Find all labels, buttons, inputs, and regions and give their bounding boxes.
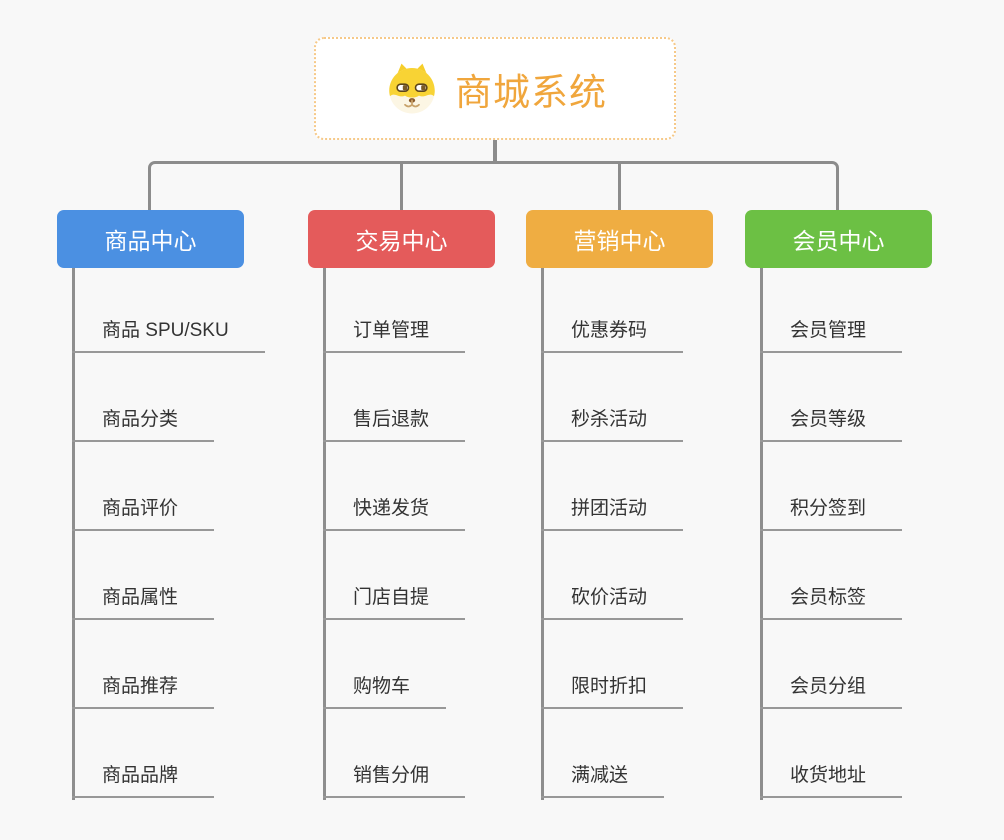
child-node[interactable]: 商品推荐 [72,675,215,709]
child-node[interactable]: 售后退款 [323,408,466,442]
child-node[interactable]: 商品属性 [72,586,215,620]
child-node[interactable]: 商品 SPU/SKU [72,319,265,353]
child-node[interactable]: 商品品牌 [72,764,215,798]
branch-node-2[interactable]: 交易中心 [308,210,495,268]
branch-drop-line [400,164,403,210]
child-node[interactable]: 门店自提 [323,586,466,620]
child-node[interactable]: 秒杀活动 [541,408,684,442]
branch-trunk-line [323,268,326,800]
child-node[interactable]: 快递发货 [323,497,466,531]
child-node[interactable]: 会员等级 [760,408,903,442]
branch-trunk-line [541,268,544,800]
child-node[interactable]: 拼团活动 [541,497,684,531]
branch-trunk-line [72,268,75,800]
child-node[interactable]: 会员分组 [760,675,903,709]
child-node[interactable]: 购物车 [323,675,447,709]
root-connector-line [493,140,497,164]
branch-bus-line [148,161,839,210]
branch-node-3[interactable]: 营销中心 [526,210,713,268]
child-node[interactable]: 订单管理 [323,319,466,353]
child-node[interactable]: 销售分佣 [323,764,466,798]
child-node[interactable]: 商品评价 [72,497,215,531]
root-title: 商城系统 [455,71,607,113]
child-node[interactable]: 限时折扣 [541,675,684,709]
child-node[interactable]: 收货地址 [760,764,903,798]
branch-trunk-line [760,268,763,800]
dog-face-icon [383,61,441,117]
child-node[interactable]: 优惠券码 [541,319,684,353]
child-node[interactable]: 砍价活动 [541,586,684,620]
branch-node-4[interactable]: 会员中心 [745,210,932,268]
child-node[interactable]: 会员管理 [760,319,903,353]
child-node[interactable]: 商品分类 [72,408,215,442]
child-node[interactable]: 积分签到 [760,497,903,531]
branch-drop-line [618,164,621,210]
branch-node-1[interactable]: 商品中心 [57,210,244,268]
child-node[interactable]: 满减送 [541,764,665,798]
root-node[interactable]: 商城系统 [314,37,676,140]
child-node[interactable]: 会员标签 [760,586,903,620]
